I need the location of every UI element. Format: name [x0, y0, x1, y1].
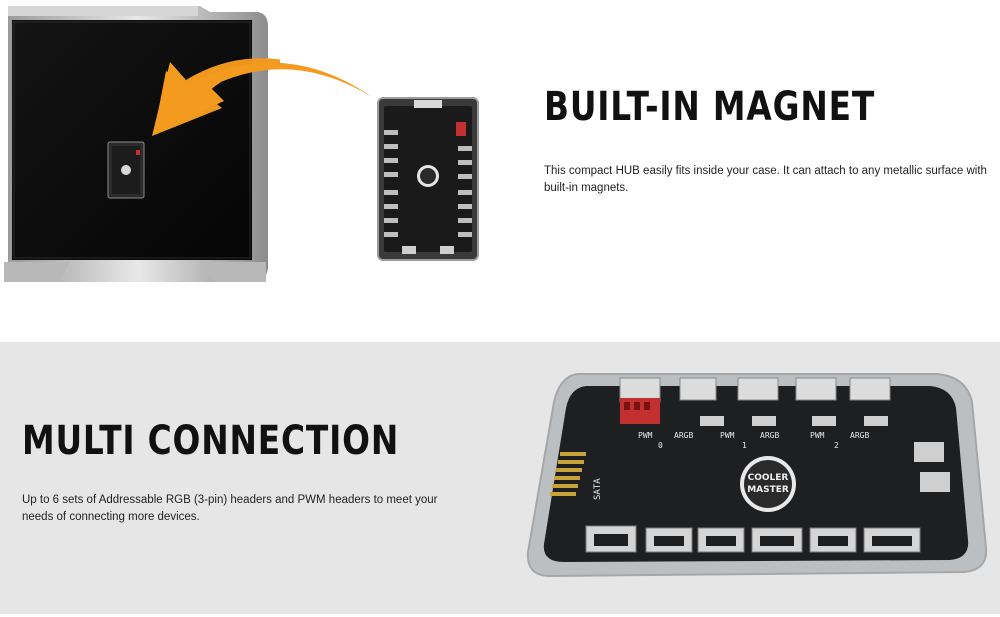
port-number-0: 0: [658, 441, 663, 450]
logo-master: MASTER: [747, 485, 789, 495]
port-label-argb-0: ARGB: [674, 431, 693, 440]
hub-in-case: [107, 141, 145, 199]
logo-cooler: COOLER: [748, 473, 789, 483]
port-label-argb-2: ARGB: [850, 431, 869, 440]
bottom-strip: [0, 614, 1000, 617]
hub-top-view: [377, 97, 479, 261]
port-label-argb-1: ARGB: [760, 431, 779, 440]
pc-case-illustration: [4, 6, 280, 282]
port-number-2: 2: [834, 441, 839, 450]
port-label-pwm-2: PWM: [810, 431, 825, 440]
built-in-magnet-description: This compact HUB easily fits inside your…: [544, 165, 987, 194]
multi-connection-heading: MULTI CONNECTION: [22, 418, 400, 464]
hub-perspective-view: PWM ARGB PWM ARGB PWM ARGB 0 1 2 SATA CO…: [526, 373, 988, 578]
port-label-pwm-0: PWM: [638, 431, 653, 440]
sata-label: SATA: [593, 478, 603, 500]
arrow-tail: [154, 62, 372, 133]
port-number-1: 1: [742, 441, 747, 450]
multi-connection-description: Up to 6 sets of Addressable RGB (3-pin) …: [22, 494, 438, 523]
port-label-pwm-1: PWM: [720, 431, 735, 440]
built-in-magnet-heading: BUILT-IN MAGNET: [544, 84, 876, 130]
